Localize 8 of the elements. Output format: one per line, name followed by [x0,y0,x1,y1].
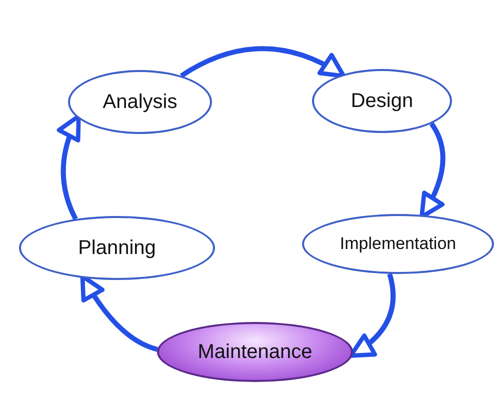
cycle-arrow [57,114,81,220]
step-label: Design [350,90,414,112]
process-ellipse [68,70,212,134]
cycle-arrow [180,46,346,78]
step-label: Maintenance [198,340,312,364]
step-label: Planning [78,236,156,260]
step-label: Analysis [102,90,178,114]
step-label: Implementation [340,234,456,254]
